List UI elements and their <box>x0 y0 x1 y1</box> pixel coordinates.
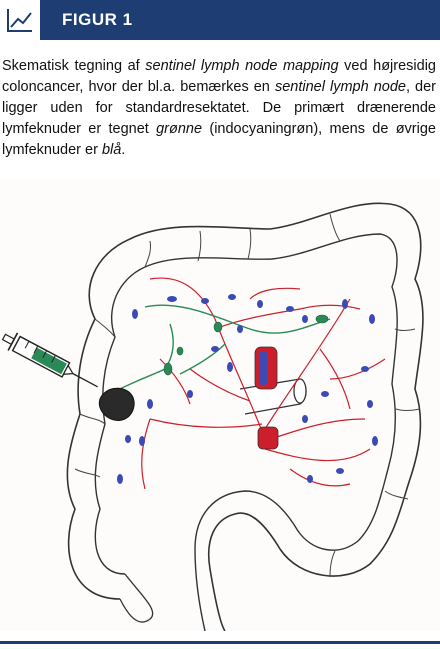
caption-text: Skematisk tegning af <box>2 58 146 74</box>
figure-label: FIGUR 1 <box>62 10 133 29</box>
figure-header: FIGUR 1 <box>0 0 440 40</box>
green-lymph-nodes <box>163 314 329 376</box>
line-chart-icon <box>0 0 40 40</box>
appendix <box>119 573 154 623</box>
caption-emphasis: grønne <box>156 121 203 137</box>
footer-rule <box>0 641 440 644</box>
colon-illustration <box>0 179 440 632</box>
caption-text: . <box>121 142 126 158</box>
colon-outer-outline <box>66 202 424 632</box>
caption-emphasis: sentinel lymph node mapping <box>145 58 339 74</box>
blue-lymph-nodes <box>117 294 378 484</box>
caption-emphasis: sentinel lymph node <box>274 79 406 95</box>
colon-inner-outline <box>94 233 398 632</box>
caption-text: , der ligger uden for standardresektatet… <box>2 79 437 137</box>
green-lymph-paths <box>119 304 331 390</box>
syringe-icon <box>1 332 98 388</box>
tumor <box>98 387 135 421</box>
caption-text: ved højresidig coloncancer, hvor der bl.… <box>2 58 436 95</box>
figure-caption: Skematisk tegning af sentinel lymph node… <box>0 56 436 161</box>
vessel-block-lower <box>257 426 279 450</box>
caption-text: (indocyaningrøn), mens de øvrige lymfekn… <box>2 121 436 158</box>
caption-emphasis: blå <box>101 142 122 158</box>
haustra-lines <box>74 213 421 578</box>
